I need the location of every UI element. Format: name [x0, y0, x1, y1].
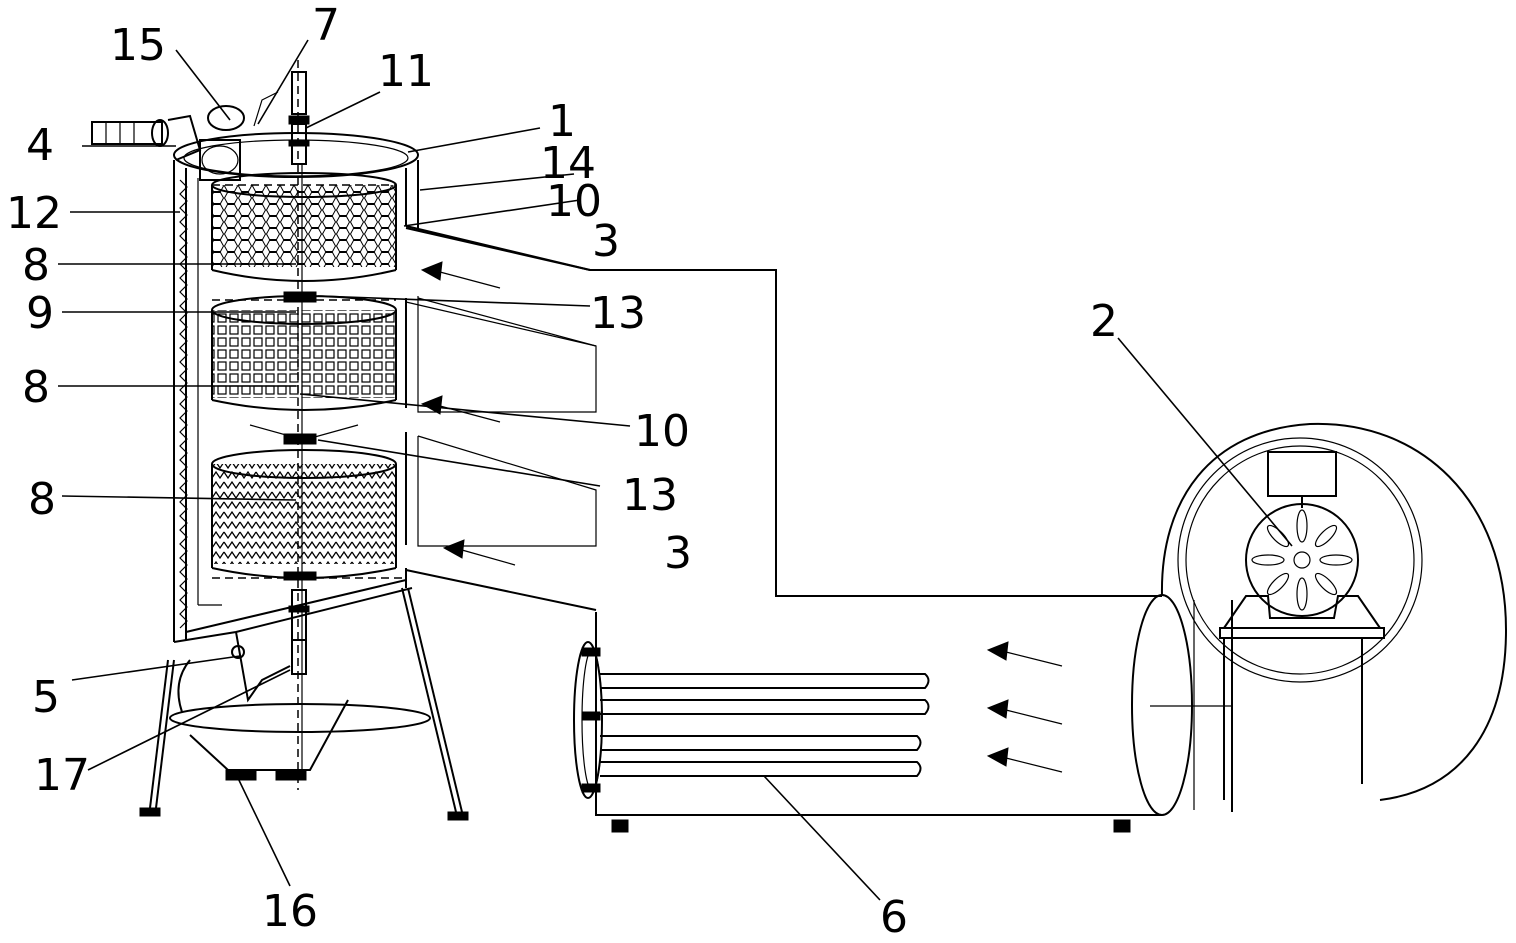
callout-3a: 3 — [592, 216, 620, 267]
callout-labels: 15 7 11 4 1 14 12 10 3 8 9 13 8 10 13 8 … — [6, 0, 1118, 943]
callout-10a: 10 — [546, 176, 602, 227]
callout-14: 14 — [540, 138, 596, 189]
callout-15: 15 — [110, 20, 166, 71]
callout-9: 9 — [26, 288, 54, 339]
callout-6: 6 — [880, 892, 908, 943]
callout-4: 4 — [26, 120, 54, 171]
callout-11: 11 — [378, 46, 434, 97]
leader-lines — [58, 39, 1293, 901]
callout-2: 2 — [1090, 296, 1118, 347]
callout-13b: 13 — [622, 470, 678, 521]
flow-arrows — [420, 261, 1063, 773]
callout-5: 5 — [32, 672, 60, 723]
callout-7: 7 — [312, 0, 340, 51]
callout-8c: 8 — [28, 474, 56, 525]
heater-duct — [405, 227, 1195, 833]
callout-16: 16 — [262, 886, 318, 937]
callout-3b: 3 — [664, 528, 692, 579]
callout-1: 1 — [548, 96, 576, 147]
callout-13a: 13 — [590, 288, 646, 339]
dryer-tower — [91, 60, 597, 821]
callout-8b: 8 — [22, 362, 50, 413]
callout-12: 12 — [6, 188, 62, 239]
callout-8a: 8 — [22, 240, 50, 291]
callout-10b: 10 — [634, 406, 690, 457]
blower — [1150, 422, 1508, 812]
callout-17: 17 — [34, 750, 90, 801]
